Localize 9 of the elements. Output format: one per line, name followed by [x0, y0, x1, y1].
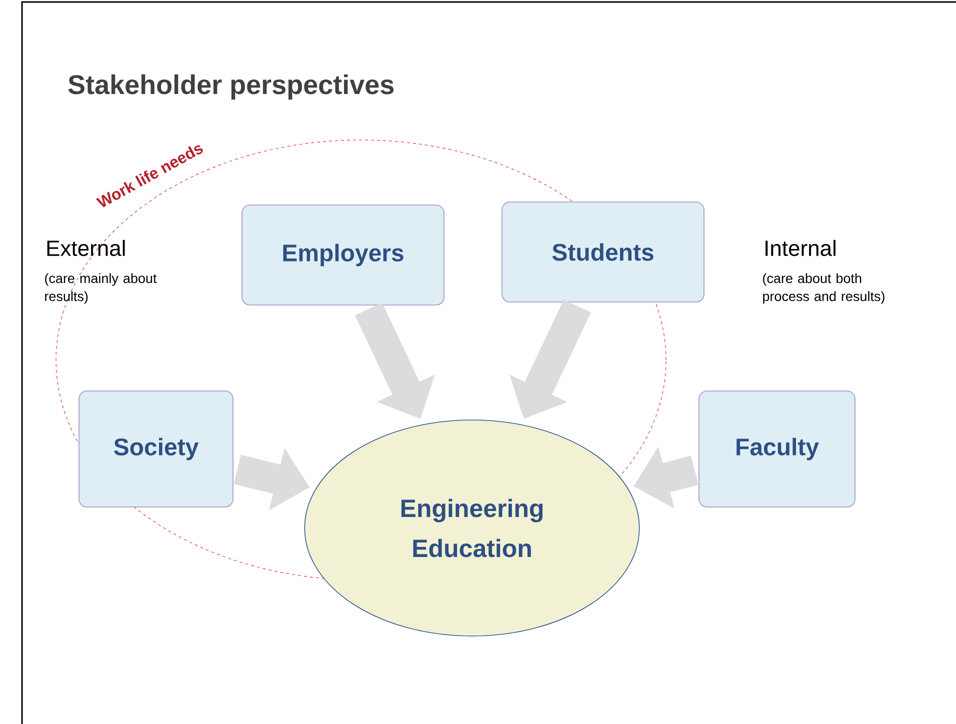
stakeholder-box: Faculty	[698, 390, 856, 508]
group-note: (care mainly about results)	[45, 273, 157, 304]
stakeholder-box: Students	[502, 202, 704, 302]
group-label: External	[47, 240, 125, 256]
stakeholder-box: Society	[78, 390, 234, 508]
group-note: (care about both process and results)	[763, 273, 884, 304]
group-label: Internal	[766, 240, 836, 256]
stakeholder-box: Employers	[242, 204, 444, 306]
title: Stakeholder perspectives	[68, 74, 394, 100]
